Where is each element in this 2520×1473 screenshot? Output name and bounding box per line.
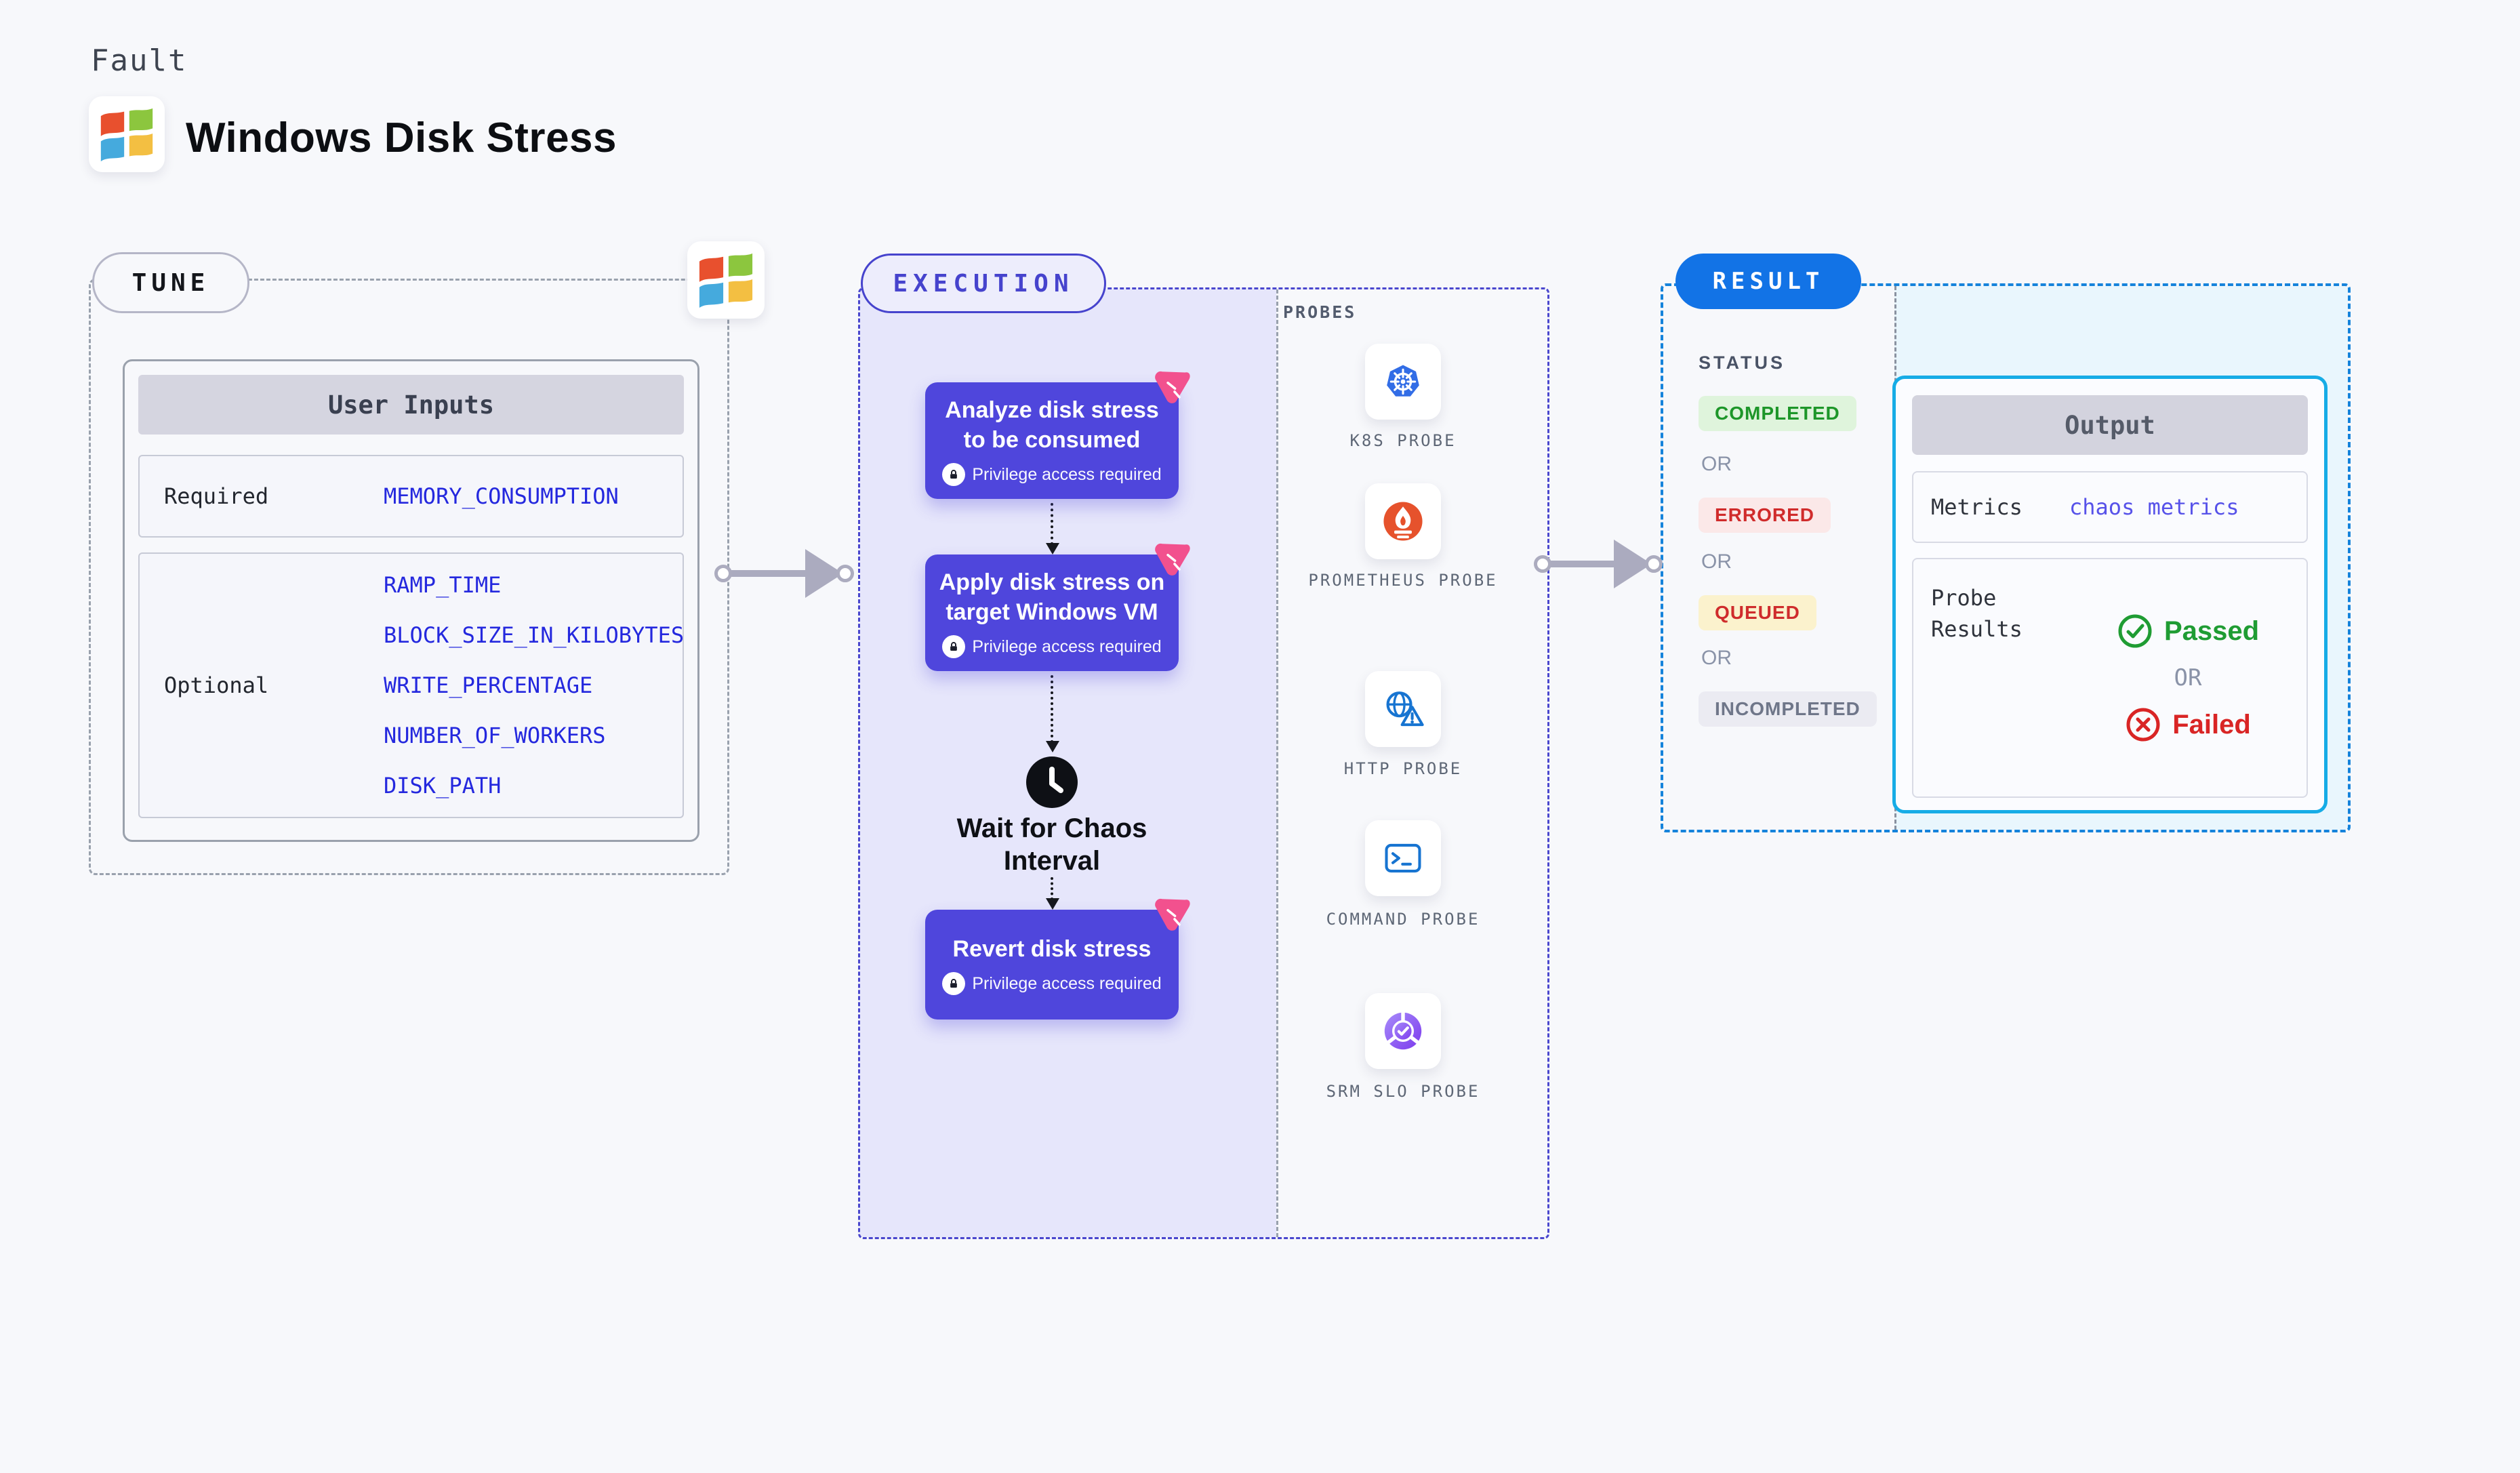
windows-logo-icon xyxy=(699,253,753,308)
step-analyze-disk-stress: Analyze disk stress to be consumed Privi… xyxy=(925,371,1190,499)
env-var: MEMORY_CONSUMPTION xyxy=(384,483,619,509)
tune-pill: TUNE xyxy=(92,252,249,313)
wait-for-chaos-interval-label: Wait for Chaos Interval xyxy=(956,813,1147,876)
failed-label: Failed xyxy=(2172,709,2251,740)
probe-results-label: Probe Results xyxy=(1931,585,2023,642)
privilege-badge: Privilege access required xyxy=(972,973,1162,993)
execution-probes-divider xyxy=(1276,289,1278,1237)
status-heading: STATUS xyxy=(1699,352,1785,373)
result-pill: RESULT xyxy=(1675,254,1861,309)
output-header: Output xyxy=(1912,395,2308,455)
flow-connector xyxy=(1046,877,1059,910)
or-label: OR xyxy=(2174,664,2202,691)
privilege-badge: Privilege access required xyxy=(972,464,1162,484)
probe-results-row: Probe Results Passed OR Faile xyxy=(1912,558,2308,798)
tune-windows-logo-card xyxy=(687,241,765,319)
srm-slo-icon xyxy=(1384,1011,1422,1050)
flow-connector xyxy=(1046,503,1059,554)
user-inputs-table: User Inputs Required MEMORY_CONSUMPTION … xyxy=(123,359,699,842)
chaos-icon xyxy=(1155,371,1190,403)
chaos-icon xyxy=(1155,543,1190,576)
chaos-icon xyxy=(1155,898,1190,931)
status-badge-completed: COMPLETED xyxy=(1699,396,1856,431)
metrics-row: Metrics chaos metrics xyxy=(1912,471,2308,543)
or-label: OR xyxy=(1701,550,1732,573)
or-label: OR xyxy=(1701,453,1732,475)
env-var: RAMP_TIME xyxy=(384,572,502,598)
step-revert-disk-stress: Revert disk stress Privilege access requ… xyxy=(925,898,1190,1020)
probe-label: COMMAND PROBE xyxy=(1326,910,1480,929)
lock-icon xyxy=(942,463,966,486)
required-label: Required xyxy=(164,483,269,509)
env-var: DISK_PATH xyxy=(384,773,502,799)
metrics-label: Metrics xyxy=(1931,494,2023,520)
execution-pill: EXECUTION xyxy=(861,254,1106,313)
windows-logo-icon xyxy=(100,108,153,162)
status-badge-queued: QUEUED xyxy=(1699,595,1816,630)
output-panel: Output Metrics chaos metrics Probe Resul… xyxy=(1892,376,2328,813)
srm-slo-probe-card xyxy=(1365,993,1441,1069)
step-title-line: to be consumed xyxy=(963,427,1141,453)
step-title-line: target Windows VM xyxy=(946,599,1158,625)
env-var: WRITE_PERCENTAGE xyxy=(384,672,593,698)
kubernetes-icon xyxy=(1387,365,1419,397)
privilege-badge: Privilege access required xyxy=(972,637,1162,656)
env-var: NUMBER_OF_WORKERS xyxy=(384,723,606,748)
step-title-line: Apply disk stress on xyxy=(939,569,1165,595)
http-globe-warning-icon xyxy=(1386,691,1424,727)
prometheus-icon xyxy=(1383,502,1423,541)
or-label: OR xyxy=(1701,647,1732,669)
probe-label: PROMETHEUS PROBE xyxy=(1308,571,1498,590)
http-probe-card xyxy=(1365,671,1441,747)
probe-label: HTTP PROBE xyxy=(1343,759,1463,778)
probe-label: K8S PROBE xyxy=(1349,431,1457,450)
lock-icon xyxy=(942,972,966,995)
env-var: BLOCK_SIZE_IN_KILOBYTES xyxy=(384,622,685,648)
required-inputs-row: Required MEMORY_CONSUMPTION xyxy=(138,455,684,538)
terminal-icon xyxy=(1385,843,1421,873)
probe-label: SRM SLO PROBE xyxy=(1326,1082,1480,1101)
lock-icon xyxy=(942,635,966,658)
user-inputs-header: User Inputs xyxy=(138,375,684,435)
windows-logo-card xyxy=(89,96,165,172)
optional-inputs-row: Optional RAMP_TIME BLOCK_SIZE_IN_KILOBYT… xyxy=(138,552,684,818)
tune-to-execution-arrow xyxy=(714,548,854,599)
page-title: Windows Disk Stress xyxy=(186,114,617,161)
step-title-line: Analyze disk stress xyxy=(945,397,1159,423)
status-badge-errored: ERRORED xyxy=(1699,498,1831,533)
prometheus-probe-card xyxy=(1365,483,1441,559)
failed-x-icon xyxy=(2126,708,2160,742)
execution-to-result-arrow xyxy=(1534,538,1663,590)
clock-icon xyxy=(1026,756,1078,808)
flow-connector xyxy=(1046,675,1059,752)
passed-check-icon xyxy=(2118,614,2152,648)
k8s-probe-card xyxy=(1365,344,1441,420)
status-badge-incompleted: INCOMPLETED xyxy=(1699,691,1877,727)
command-probe-card xyxy=(1365,820,1441,896)
passed-label: Passed xyxy=(2163,616,2260,646)
step-apply-disk-stress: Apply disk stress on target Windows VM P… xyxy=(925,543,1190,671)
optional-label: Optional xyxy=(164,672,269,698)
probes-heading: PROBES xyxy=(1283,302,1357,322)
step-title-line: Revert disk stress xyxy=(952,936,1152,962)
chaos-metrics-link[interactable]: chaos metrics xyxy=(2069,494,2239,520)
fault-kind-label: Fault xyxy=(91,43,188,78)
